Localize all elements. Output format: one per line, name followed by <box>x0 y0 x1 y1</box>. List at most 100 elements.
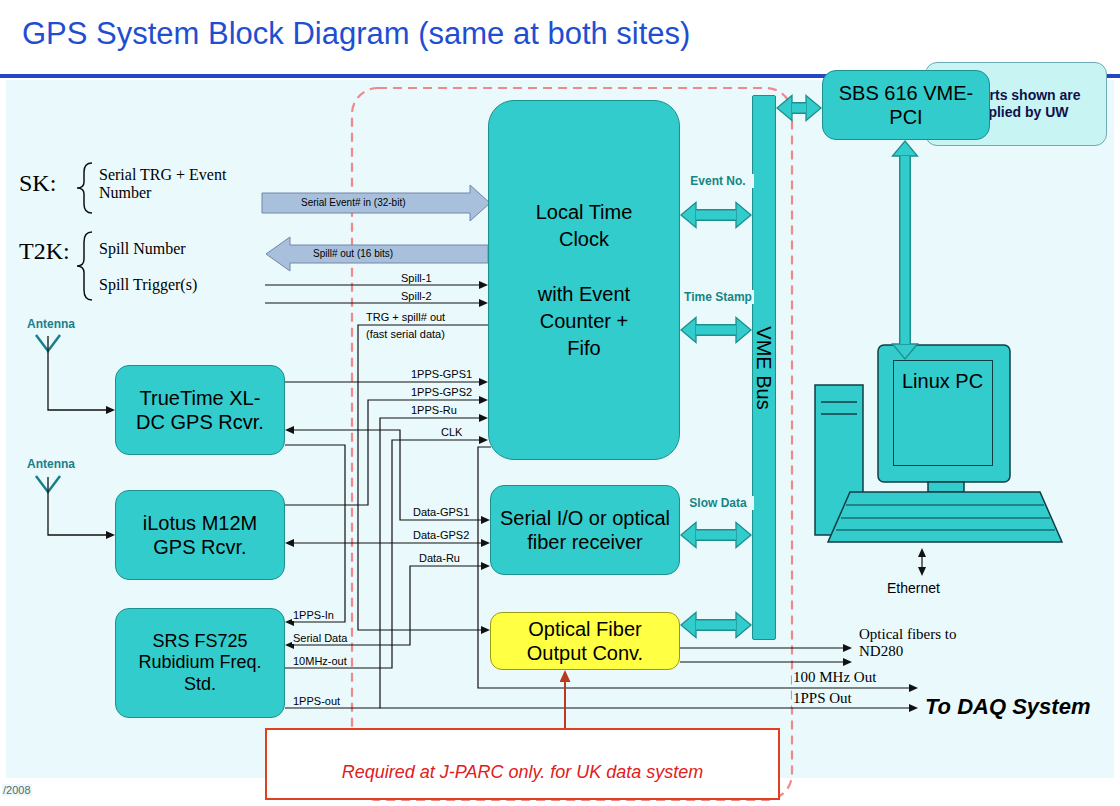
signal-line <box>265 302 479 303</box>
signal-wire <box>285 440 479 668</box>
node-text: Optical Fiber Output Conv. <box>499 617 671 665</box>
output-label: Optical fibers to ND280 <box>858 626 978 661</box>
fiber-line <box>680 647 843 648</box>
signal-name: TRG + spill# out <box>365 311 446 323</box>
network-label: Ethernet <box>886 580 941 596</box>
signal-description: Spill Trigger(s) <box>98 276 198 294</box>
arrow-label: Spill# out (16 bits) <box>312 248 394 260</box>
date-fragment: /2008 <box>2 784 32 796</box>
key-row <box>841 518 1050 519</box>
node-text: SBS 616 VME-PCI <box>833 81 979 129</box>
big-arrow <box>266 237 488 271</box>
antenna-feed <box>48 336 106 410</box>
slide-title: GPS System Block Diagram (same at both s… <box>22 16 690 52</box>
bus-arrow-fill <box>696 326 736 335</box>
gps-receiver: TrueTime XL-DC GPS Rcvr. <box>115 365 285 455</box>
signal-name: CLK <box>440 426 463 438</box>
pc-screen: Linux PC <box>893 360 993 466</box>
port-label: 10MHz-out <box>292 655 348 667</box>
vme-bus: VME Bus <box>752 95 776 640</box>
bus-arrow-outline <box>696 209 736 221</box>
wire-path <box>285 418 479 708</box>
rubidium-standard: SRS FS725 Rubidium Freq. Std. <box>115 608 285 718</box>
signal-wire <box>294 543 481 544</box>
brace <box>77 163 92 213</box>
wire-path <box>294 430 481 520</box>
signal-description: Spill Number <box>98 240 187 258</box>
big-arrow <box>262 185 490 221</box>
wire-path <box>285 400 479 505</box>
bus-arrow-fill <box>696 211 736 220</box>
note-callout: Required at J-PARC only. for UK data sys… <box>265 728 780 800</box>
site-label: SK: <box>18 170 57 198</box>
bus-arrow <box>696 535 736 536</box>
port-label: Serial Data <box>292 632 348 644</box>
ethernet-arrow <box>921 557 922 567</box>
output-line <box>380 707 909 708</box>
site-label: T2K: <box>18 238 71 266</box>
signal-name: 1PPS-In <box>292 609 335 621</box>
monitor <box>878 345 1010 482</box>
signal-wire <box>565 682 566 728</box>
wire-path <box>285 445 345 622</box>
wire-path <box>285 381 479 382</box>
wire-path <box>358 325 488 630</box>
node-text: Serial I/O or optical fiber receiver <box>499 506 671 554</box>
bus-arrow-outline <box>696 529 736 541</box>
keyboard <box>828 492 1062 542</box>
signal-name: Data-GPS1 <box>412 506 470 518</box>
wire-path <box>294 542 481 543</box>
signal-name: Spill-2 <box>400 290 433 302</box>
clock-box: Local Time Clock with Event Counter + Fif… <box>488 100 680 460</box>
bus-label: Event No. <box>682 174 754 188</box>
signal-name: Data-Ru <box>418 552 461 564</box>
bus-arrow-fill <box>696 621 736 630</box>
antenna-feed <box>48 477 106 535</box>
signal-name: Data-GPS2 <box>412 529 470 541</box>
signal-wire <box>285 445 345 622</box>
bus-arrow <box>696 215 736 216</box>
signal-name: 1PPS-Ru <box>410 404 458 416</box>
port-label: 1PPS-out <box>292 695 341 707</box>
slide-panel <box>6 80 1114 778</box>
signal-description: Serial TRG + Event Number <box>98 166 250 203</box>
antenna-label: Antenna <box>26 458 76 470</box>
interface-box: SBS 616 VME-PCI <box>822 70 990 140</box>
node-text: Linux PC <box>902 369 983 393</box>
drive-slot <box>821 413 857 415</box>
node-text: TrueTime XL-DC GPS Rcvr. <box>134 386 266 434</box>
arrow-label: Serial Event# in (32-bit) <box>300 197 407 209</box>
signal-wire <box>285 382 479 383</box>
bus-arrow-outline <box>792 102 806 114</box>
bus-arrow-outline <box>696 619 736 631</box>
signal-name: 1PPS-GPS2 <box>410 386 473 398</box>
key-row <box>846 505 1044 506</box>
node-text: VME Bus <box>752 326 776 409</box>
bus-arrow <box>905 156 906 344</box>
node-text: SRS FS725 Rubidium Freq. Std. <box>130 631 270 696</box>
brace <box>77 232 92 300</box>
monitor-stand <box>928 482 964 492</box>
signal-name: 1PPS-GPS1 <box>410 368 473 380</box>
signal-wire <box>358 325 488 630</box>
bus-arrow <box>696 625 736 626</box>
node-text: iLotus M12M GPS Rcvr. <box>134 511 266 559</box>
destination-label: To DAQ System <box>924 694 1091 719</box>
antenna-label: Antenna <box>26 318 76 330</box>
signal-wire <box>294 430 481 520</box>
bus-arrow <box>792 108 806 109</box>
node-text: with Event Counter + Fifo <box>527 281 641 362</box>
wire-path <box>285 440 479 668</box>
bus-label: Slow Data <box>682 496 754 510</box>
fiber-line <box>680 661 843 662</box>
gps-receiver: iLotus M12M GPS Rcvr. <box>115 490 285 580</box>
bus-arrow-fill <box>696 531 736 540</box>
drive-slot <box>821 401 857 403</box>
bus-arrow-fill <box>792 104 806 113</box>
wire-path <box>564 682 566 728</box>
signal-wire <box>285 418 479 708</box>
node-text: Local Time Clock <box>527 199 641 253</box>
output-label: 1PPS Out <box>792 690 853 707</box>
bus-arrow-outline <box>899 156 911 344</box>
signal-name: Spill-1 <box>400 272 433 284</box>
